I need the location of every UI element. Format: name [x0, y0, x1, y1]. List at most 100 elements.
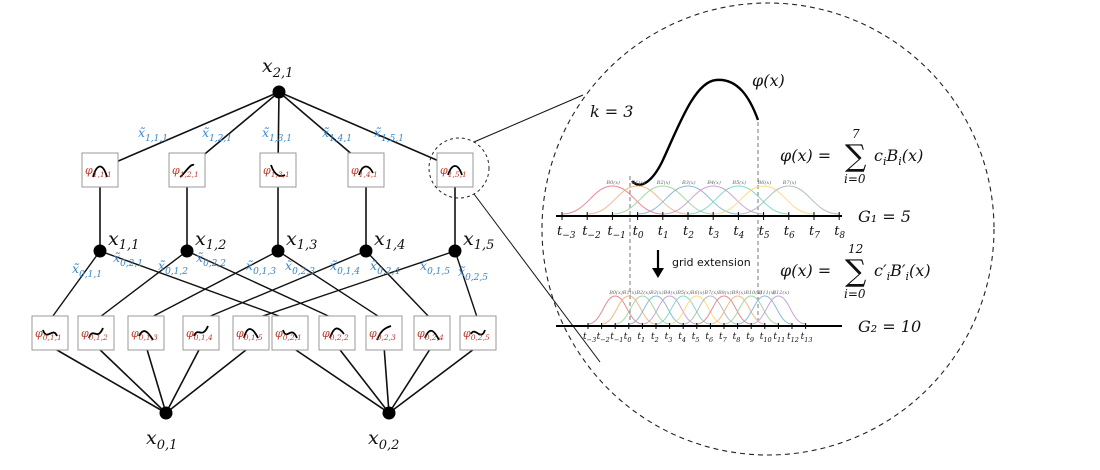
- formula2-sum-bottom: i=0: [844, 287, 866, 301]
- mini-curve-icon: [138, 330, 154, 341]
- basis-label: B12(x): [771, 289, 789, 296]
- hidden-to-phi-edges: [49, 250, 479, 321]
- basis-label: B7(x): [703, 289, 718, 296]
- formula1-term: ciBi(x): [874, 146, 923, 168]
- grid-tick-label: t5: [692, 332, 700, 344]
- formula2-sum-top: 12: [848, 242, 863, 256]
- layer0-edge-label: x̃0,2,2: [196, 250, 226, 269]
- formula-grid2: φ(x) = ∑ 12 i=0 c′iB′i(x): [780, 242, 931, 301]
- grid-tick-label: t8: [733, 332, 741, 344]
- grid-tick-label: t2: [683, 224, 694, 241]
- grid-tick-label: t7: [719, 332, 728, 344]
- basis-function-curve: [687, 185, 789, 215]
- grid-tick-label: t−2: [597, 332, 610, 344]
- basis-label: B11(x): [758, 289, 776, 296]
- hidden-node-dots: [93, 244, 462, 258]
- grid-tick-label: t0: [624, 332, 632, 344]
- basis-function-curve: [669, 295, 725, 325]
- basis-function-curve: [587, 295, 643, 325]
- basis-function-curve: [723, 295, 779, 325]
- formula1-sum: ∑: [845, 139, 867, 174]
- zoom-circle: [541, 2, 995, 456]
- grid-tick-label: t12: [787, 332, 799, 344]
- layer0-edge-label: x̃0,1,4: [330, 258, 360, 277]
- phi-label: φ0,1,5: [236, 327, 263, 342]
- grid2-basis-functions: B0(x)B1(x)B2(x)B3(x)B4(x)B5(x)B6(x)B7(x)…: [587, 289, 806, 325]
- grid-tick-label: t6: [784, 224, 795, 241]
- layer0-phi-box: φ0,2,2: [318, 315, 356, 351]
- layer0-edge-label: x̃0,2,3: [285, 258, 315, 277]
- grid2: B0(x)B1(x)B2(x)B3(x)B4(x)B5(x)B6(x)B7(x)…: [556, 289, 921, 344]
- phi-label: φ0,2,4: [417, 327, 444, 342]
- grid-tick-label: t−2: [582, 224, 601, 241]
- layer1-edge-label: x̃1,1,1: [138, 125, 168, 144]
- basis-function-curve: [612, 185, 714, 215]
- formula1-sum-top: 7: [852, 127, 860, 141]
- layer1-phi-box: φ1,5,1: [436, 152, 474, 188]
- basis-function-curve: [662, 185, 764, 215]
- grid-tick-label: t2: [651, 332, 659, 344]
- layer0-phi-box: φ0,2,4: [413, 315, 451, 351]
- layer0-edge-label: x̃0,1,1: [72, 261, 102, 280]
- grid-tick-label: t6: [705, 332, 713, 344]
- mini-curve-icon: [179, 163, 195, 178]
- mini-curve-icon: [243, 328, 259, 339]
- basis-label: B5(x): [676, 289, 691, 296]
- basis-label: B7(x): [782, 179, 797, 186]
- grid-tick-label: t−1: [610, 332, 623, 344]
- hidden-node-label: x1,4: [374, 228, 405, 253]
- layer0-phi-box: φ0,2,1: [271, 315, 309, 351]
- phi-title: φ(x): [752, 71, 785, 90]
- grid-extension-label: grid extension: [672, 256, 751, 269]
- basis-label: B3(x): [649, 289, 664, 296]
- basis-function-curve: [655, 295, 711, 325]
- hidden-node-label: x1,2: [195, 228, 226, 253]
- basis-function-curve: [587, 185, 689, 215]
- phi-to-input-edges: [49, 345, 479, 414]
- layer0-edge-label: x̃0,2,1: [113, 250, 143, 269]
- mini-curve-icon: [424, 329, 440, 341]
- basis-label: B0(x): [605, 179, 620, 186]
- grid-tick-label: t8: [834, 224, 845, 241]
- mini-curve-icon: [329, 327, 345, 339]
- mini-curve-icon: [193, 325, 209, 337]
- grid-tick-label: t1: [658, 224, 669, 241]
- basis-label: B5(x): [731, 179, 746, 186]
- mini-curve-icon: [447, 165, 463, 176]
- grid1: B0(x)B1(x)B2(x)B3(x)B4(x)B5(x)B6(x)B7(x)…: [556, 179, 911, 241]
- hidden-node: [271, 244, 285, 258]
- basis-label: B9(x): [731, 289, 746, 296]
- basis-function-curve: [683, 295, 738, 325]
- basis-label: B8(x): [717, 289, 732, 296]
- layer1-phi-box: φ1,4,1: [347, 152, 385, 188]
- grid-tick-label: t3: [708, 224, 719, 241]
- layer0-edge-label: x̃0,2,4: [370, 258, 400, 277]
- layer1-phi-box: φ1,1,1: [81, 152, 119, 188]
- hidden-node: [448, 244, 462, 258]
- basis-function-curve: [642, 295, 697, 325]
- grid-tick-label: t4: [678, 332, 686, 344]
- mini-curve-icon: [42, 329, 58, 337]
- layer0-phi-box: φ0,2,3: [365, 315, 403, 351]
- grid-tick-label: t9: [746, 332, 754, 344]
- basis-label: B4(x): [663, 289, 678, 296]
- phi-label: φ0,2,3: [369, 327, 396, 342]
- mini-curve-icon: [470, 329, 486, 336]
- grid-tick-label: t−3: [583, 332, 596, 344]
- basis-function-curve: [737, 295, 793, 325]
- basis-function-curve: [601, 295, 657, 325]
- layer1-edge-label: x̃1,4,1: [322, 125, 352, 144]
- basis-label: B6(x): [757, 179, 772, 186]
- formula2-lhs: φ(x) =: [780, 261, 831, 280]
- grid-extension-arrow: grid extension: [652, 250, 751, 278]
- phi-label: φ0,2,1: [275, 327, 302, 342]
- layer1-edge-label: x̃1,3,1: [262, 125, 292, 144]
